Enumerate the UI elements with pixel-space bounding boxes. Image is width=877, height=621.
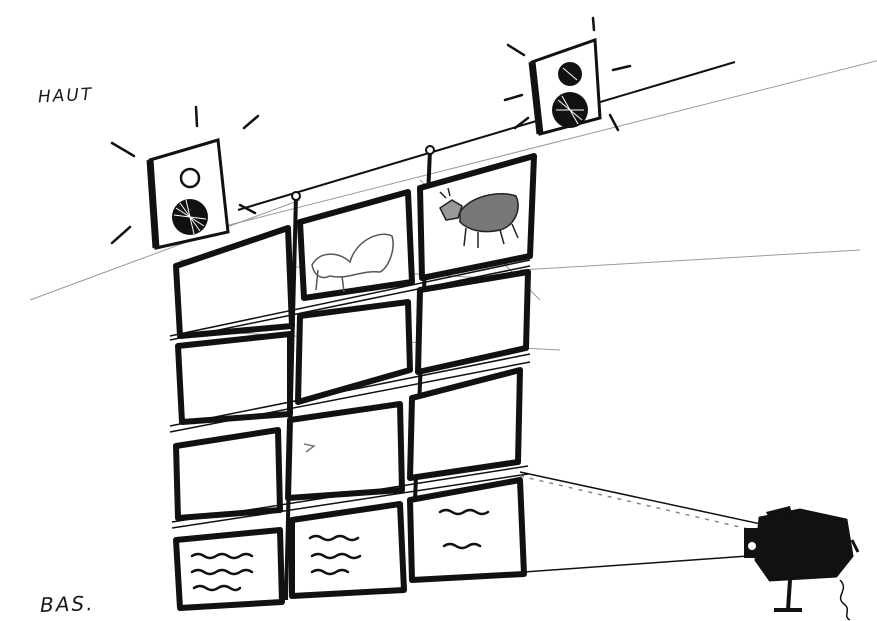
projector	[744, 506, 858, 620]
speaker-left	[112, 107, 258, 248]
label-bottom: BAS.	[40, 591, 95, 617]
speaker-right	[505, 18, 630, 134]
label-top: HAUT	[38, 85, 94, 108]
